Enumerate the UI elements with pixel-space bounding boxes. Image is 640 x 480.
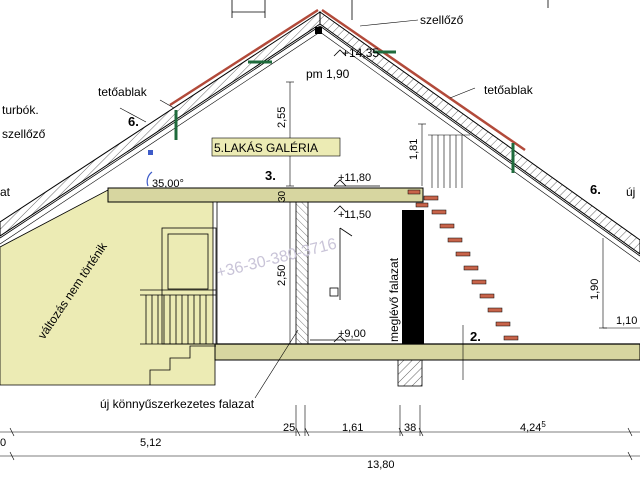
dim-25: 25 — [283, 422, 295, 434]
stair-treads — [407, 189, 519, 341]
left-cut-label: at — [0, 185, 11, 199]
right-cut-label: új — [626, 185, 635, 199]
level-11-80: +11,80 — [338, 172, 371, 184]
roof-right — [319, 11, 640, 263]
dim-30: 30 — [277, 190, 288, 202]
section-6-right: 6. — [590, 182, 601, 197]
section-3: 3. — [265, 168, 276, 183]
dim-5-12: 5,12 — [140, 437, 161, 449]
dimension-lines — [286, 81, 640, 380]
dim-1-10: 1,10 — [616, 315, 637, 327]
dim-4-24: 4,245 — [520, 420, 546, 434]
dim-total: 13,80 — [367, 459, 395, 471]
gallery-slab — [107, 187, 424, 203]
ventilator-top-label: szellőző — [420, 13, 464, 27]
angle-label: 35,00° — [152, 178, 184, 190]
angle-arc — [146, 171, 153, 187]
dim-2-55: 2,55 — [276, 107, 288, 128]
gallery-title-box — [211, 137, 341, 157]
unchanged-zone — [0, 189, 216, 386]
ridge-vent — [315, 27, 322, 34]
floor-slab — [214, 343, 640, 361]
chimney-top — [231, 0, 549, 20]
ventilator-left-label: szellőző — [2, 127, 46, 141]
dim-1-61: 1,61 — [342, 422, 363, 434]
dim-38: 38 — [404, 422, 416, 434]
dim-1-90: 1,90 — [589, 279, 601, 300]
gallery-title: 5.LAKÁS GALÉRIA — [214, 140, 318, 155]
wall-base — [397, 359, 423, 387]
dimension-chain — [0, 405, 640, 461]
dim-left-cut: 0 — [0, 437, 6, 449]
dim-2-50: 2,50 — [276, 265, 288, 286]
existing-wall-block — [402, 210, 424, 344]
steps-left — [149, 345, 216, 385]
section-2: 2. — [470, 329, 481, 344]
dim-1-81: 1,81 — [408, 139, 420, 160]
new-wall-label: új könnyűszerkezetes falazat — [100, 397, 255, 411]
level-markers — [333, 49, 380, 343]
balcony — [140, 227, 217, 345]
level-9-00: +9,00 — [338, 328, 366, 340]
turbo-label: turbók. — [2, 103, 39, 117]
skylight-left-label: tetőablak — [98, 85, 148, 99]
leader-lines — [119, 19, 476, 399]
shower-fixture — [310, 227, 360, 341]
roof-tiles-left — [169, 8, 319, 107]
skylight-right-label: tetőablak — [484, 83, 534, 97]
existing-wall-label: meglévő falazat — [387, 257, 401, 342]
level-11-50: +11,50 — [338, 209, 371, 221]
angle-marker — [148, 150, 153, 155]
room-height-label: pm 1,90 — [306, 67, 350, 81]
gallery-railing — [428, 134, 470, 188]
new-wall — [295, 201, 309, 345]
ridge-level-label: +14,35 — [342, 46, 379, 60]
roof-tiles-right — [321, 8, 526, 152]
section-6-left: 6. — [128, 114, 139, 129]
